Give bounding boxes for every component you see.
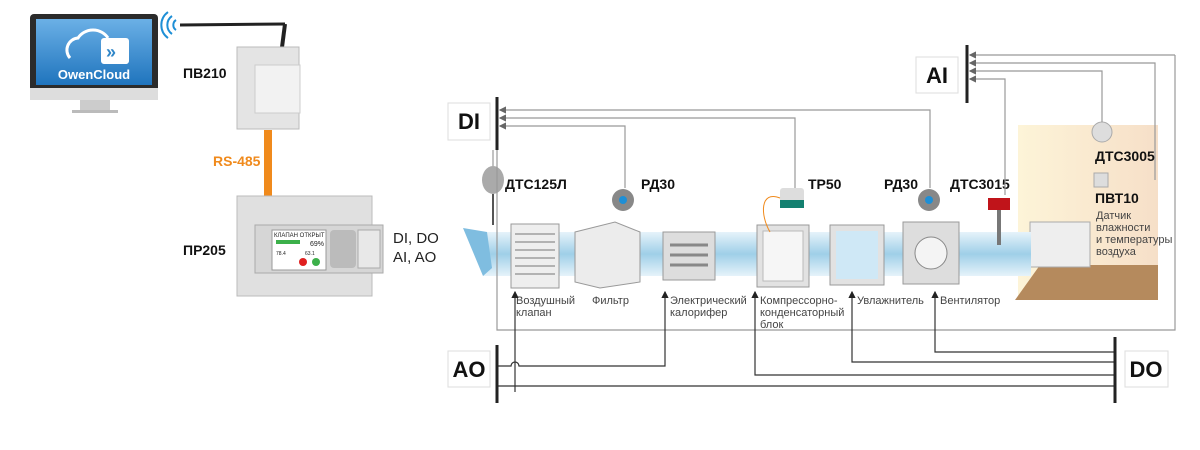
rd30-a-label: РД30 xyxy=(641,176,675,192)
pvt10-desc-2: влажности xyxy=(1096,222,1150,234)
do-wire-ccu xyxy=(751,290,1115,376)
io-line2: AI, AO xyxy=(393,249,436,266)
di-wire-rd30-a xyxy=(498,122,626,188)
unit-filter: Фильтр xyxy=(592,295,629,307)
dts3015-sensor xyxy=(988,198,1010,245)
fan xyxy=(902,221,960,285)
svg-text:»: » xyxy=(106,42,116,62)
di-wire-rd30-b xyxy=(498,106,931,188)
ai-wire-pvt10 xyxy=(968,59,1156,180)
dts3015-label: ДТС3015 xyxy=(950,176,1010,192)
pv210-label: ПВ210 xyxy=(183,65,227,81)
ai-label: AI xyxy=(926,63,948,88)
room-vent-grille xyxy=(1029,221,1091,268)
ao-wire-heater xyxy=(497,290,669,367)
unit-humidifier: Увлажнитель xyxy=(857,295,924,307)
unit-ccu-2: конденсаторный xyxy=(760,307,844,319)
do-wire-humidifier xyxy=(848,290,1115,363)
do-wire-fan xyxy=(931,290,1115,353)
pvt10-desc-3: и температуры xyxy=(1096,234,1173,246)
tr50-sensor xyxy=(762,188,804,233)
di-wire-tr50 xyxy=(498,114,796,188)
antenna xyxy=(179,22,286,27)
rd30-b-label: РД30 xyxy=(884,176,918,192)
ai-wire-dts3005 xyxy=(968,67,1103,122)
io-line1: DI, DO xyxy=(393,230,439,247)
unit-damper-2: клапан xyxy=(516,307,552,319)
tr50-label: ТР50 xyxy=(808,176,842,192)
ao-box xyxy=(447,350,491,388)
ao-label: AO xyxy=(453,357,486,382)
owencloud-logo: OwenCloud xyxy=(58,67,130,82)
humidifier xyxy=(829,224,885,286)
pr205-controller xyxy=(236,195,384,297)
do-box xyxy=(1124,350,1169,388)
ai-wire-dts3015 xyxy=(968,75,1006,195)
pvt10-desc-4: воздуха xyxy=(1096,246,1137,258)
unit-ccu-1: Компрессорно- xyxy=(760,295,838,307)
air-inlet-arrow xyxy=(463,228,492,276)
unit-damper-1: Воздушный xyxy=(516,295,575,307)
dts3005-label: ДТС3005 xyxy=(1095,148,1155,164)
pvt10-desc-1: Датчик xyxy=(1096,210,1131,222)
do-label: DO xyxy=(1130,357,1163,382)
di-label: DI xyxy=(458,109,480,134)
rd30-sensor-a xyxy=(612,189,634,211)
pvt10-label: ПВТ10 xyxy=(1095,190,1139,206)
ai-box xyxy=(915,56,959,94)
unit-ccu-3: блок xyxy=(760,319,783,331)
screen-t2: 63.1 xyxy=(305,251,315,257)
unit-heater-2: калорифер xyxy=(670,307,727,319)
pvt10-sensor xyxy=(1093,172,1109,188)
unit-heater-1: Электрический xyxy=(670,295,747,307)
electric-heater xyxy=(662,231,716,281)
rs485-cable xyxy=(264,130,272,196)
unit-fan: Вентилятор xyxy=(940,295,1000,307)
pr205-label: ПР205 xyxy=(183,242,226,258)
room-floor xyxy=(1015,265,1158,300)
di-box xyxy=(447,102,491,141)
screen-title: КЛАПАН ОТКРЫТ xyxy=(274,233,325,239)
dts3005-sensor xyxy=(1091,121,1113,143)
rs485-label: RS-485 xyxy=(213,153,261,169)
air-damper xyxy=(510,223,560,289)
wifi-icon xyxy=(160,11,177,39)
frame-wire xyxy=(496,55,1176,331)
dts125l-label: ДТС125Л xyxy=(505,176,567,192)
monitor-icon: » xyxy=(30,14,158,113)
pv210-device xyxy=(236,46,301,130)
rd30-sensor-b xyxy=(918,189,940,211)
screen-t1: 78.4 xyxy=(276,251,286,257)
screen-percent: 69% xyxy=(310,241,324,248)
filter xyxy=(574,221,641,289)
dts125l-sensor xyxy=(482,166,504,225)
compressor-condensing-unit xyxy=(756,224,810,288)
